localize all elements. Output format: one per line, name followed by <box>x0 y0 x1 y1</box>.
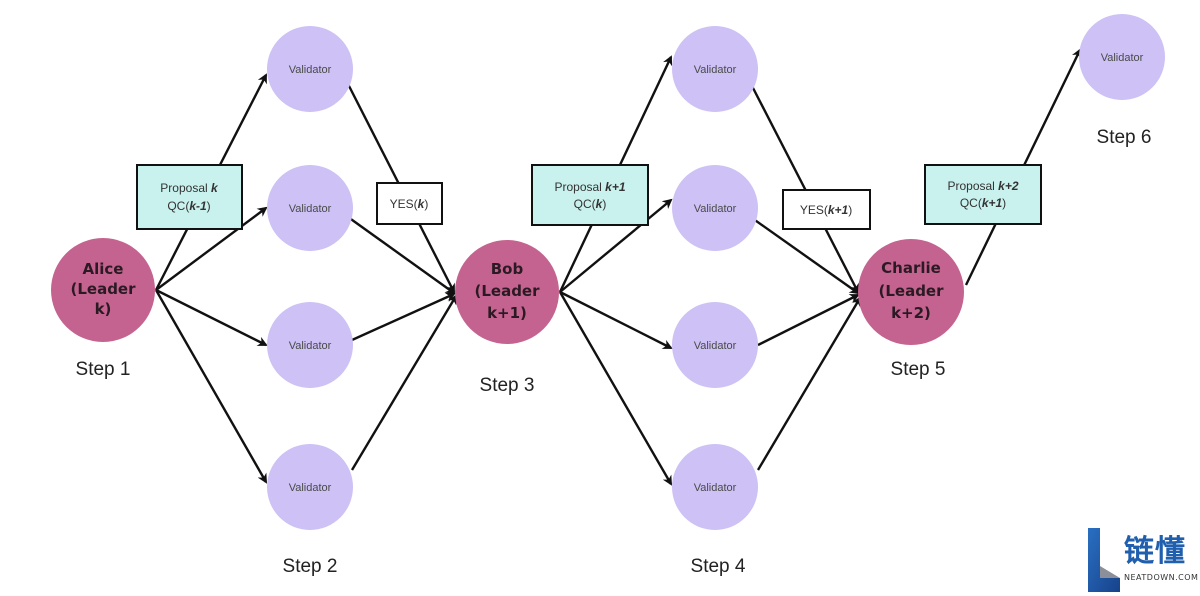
leader-alice-line-1: Alice <box>83 260 124 278</box>
validator-label: Validator <box>289 482 332 494</box>
validator-node: Validator <box>672 444 758 530</box>
arrow-validator-7-charlie <box>757 293 860 347</box>
validator-node: Validator <box>672 165 758 251</box>
validator-label: Validator <box>694 482 737 494</box>
proposal-k-line-2: QC(k-1) <box>167 199 210 213</box>
proposal-k2-line-2: QC(k+1) <box>960 196 1006 210</box>
leader-alice-line-2: (Leader <box>70 280 136 298</box>
step-5-label: Step 5 <box>891 359 946 380</box>
arrow-validator-2-bob <box>347 216 456 295</box>
leader-bob-line-3: k+1) <box>487 304 527 322</box>
validator-node: Validator <box>1079 14 1165 100</box>
proposal-k1-line-2: QC(k) <box>574 197 607 211</box>
watermark-logo: 链懂 NEATDOWN.COM <box>1086 526 1198 594</box>
logo-l-mark-icon <box>1088 528 1120 592</box>
leader-node-charlie: Charlie (Leader k+2) <box>858 239 964 345</box>
arrow-alice-validator-2 <box>155 206 268 291</box>
arrow-bob-validator-3 <box>559 290 673 350</box>
step-1-label: Step 1 <box>76 359 131 380</box>
proposal-k-line-1: Proposal k <box>160 181 219 195</box>
step-2-label: Step 2 <box>283 556 338 577</box>
validator-node: Validator <box>672 26 758 112</box>
validator-label: Validator <box>694 64 737 76</box>
leader-node-alice: Alice (Leader k) <box>51 238 155 342</box>
leader-node-bob: Bob (Leader k+1) <box>455 240 559 344</box>
leader-charlie-line-2: (Leader <box>878 282 944 300</box>
proposal-k2-box: Proposal k+2 QC(k+1) <box>924 164 1042 225</box>
arrows-bob-to-step4-validators <box>558 55 673 486</box>
arrows-alice-to-step2-validators <box>154 73 268 484</box>
arrows-step4-validators-to-charlie <box>750 85 862 471</box>
validator-node: Validator <box>267 165 353 251</box>
proposal-k-box: Proposal k QC(k-1) <box>136 164 243 230</box>
arrow-validator-8-charlie <box>756 296 862 471</box>
yes-k-label: YES(k) <box>390 197 429 211</box>
validator-node: Validator <box>267 26 353 112</box>
validator-node: Validator <box>672 302 758 388</box>
validator-label: Validator <box>694 340 737 352</box>
leader-bob-line-2: (Leader <box>474 282 540 300</box>
step-6-label: Step 6 <box>1097 127 1152 148</box>
validator-label: Validator <box>289 340 332 352</box>
arrows-step2-validators-to-bob <box>346 83 458 471</box>
arrow-validator-3-bob <box>351 292 456 342</box>
leader-charlie-line-1: Charlie <box>881 259 941 277</box>
validator-label: Validator <box>694 203 737 215</box>
arrow-validator-4-bob <box>350 294 458 471</box>
yes-k1-label: YES(k+1) <box>800 203 852 217</box>
arrow-alice-validator-3 <box>155 288 268 347</box>
validator-label: Validator <box>289 203 332 215</box>
yes-k-box: YES(k) <box>376 182 443 225</box>
leader-bob-line-1: Bob <box>491 260 524 278</box>
validator-label: Validator <box>1101 52 1144 64</box>
arrow-alice-validator-4 <box>154 289 268 484</box>
yes-k1-box: YES(k+1) <box>782 189 871 230</box>
arrow-bob-validator-2 <box>559 198 673 293</box>
proposal-k1-line-1: Proposal k+1 <box>554 180 625 194</box>
step-4-label: Step 4 <box>691 556 746 577</box>
leader-alice-line-3: k) <box>95 300 112 318</box>
proposal-k1-box: Proposal k+1 QC(k) <box>531 164 649 226</box>
logo-chinese-text: 链懂 <box>1124 534 1186 569</box>
validator-node: Validator <box>267 302 353 388</box>
proposal-k2-line-1: Proposal k+2 <box>947 179 1018 193</box>
arrow-validator-6-charlie <box>751 217 860 295</box>
validator-label: Validator <box>289 64 332 76</box>
logo-english-text: NEATDOWN.COM <box>1124 573 1199 582</box>
arrow-bob-validator-4 <box>558 291 673 486</box>
step-3-label: Step 3 <box>480 375 535 396</box>
leader-charlie-line-3: k+2) <box>891 304 931 322</box>
validator-node: Validator <box>267 444 353 530</box>
